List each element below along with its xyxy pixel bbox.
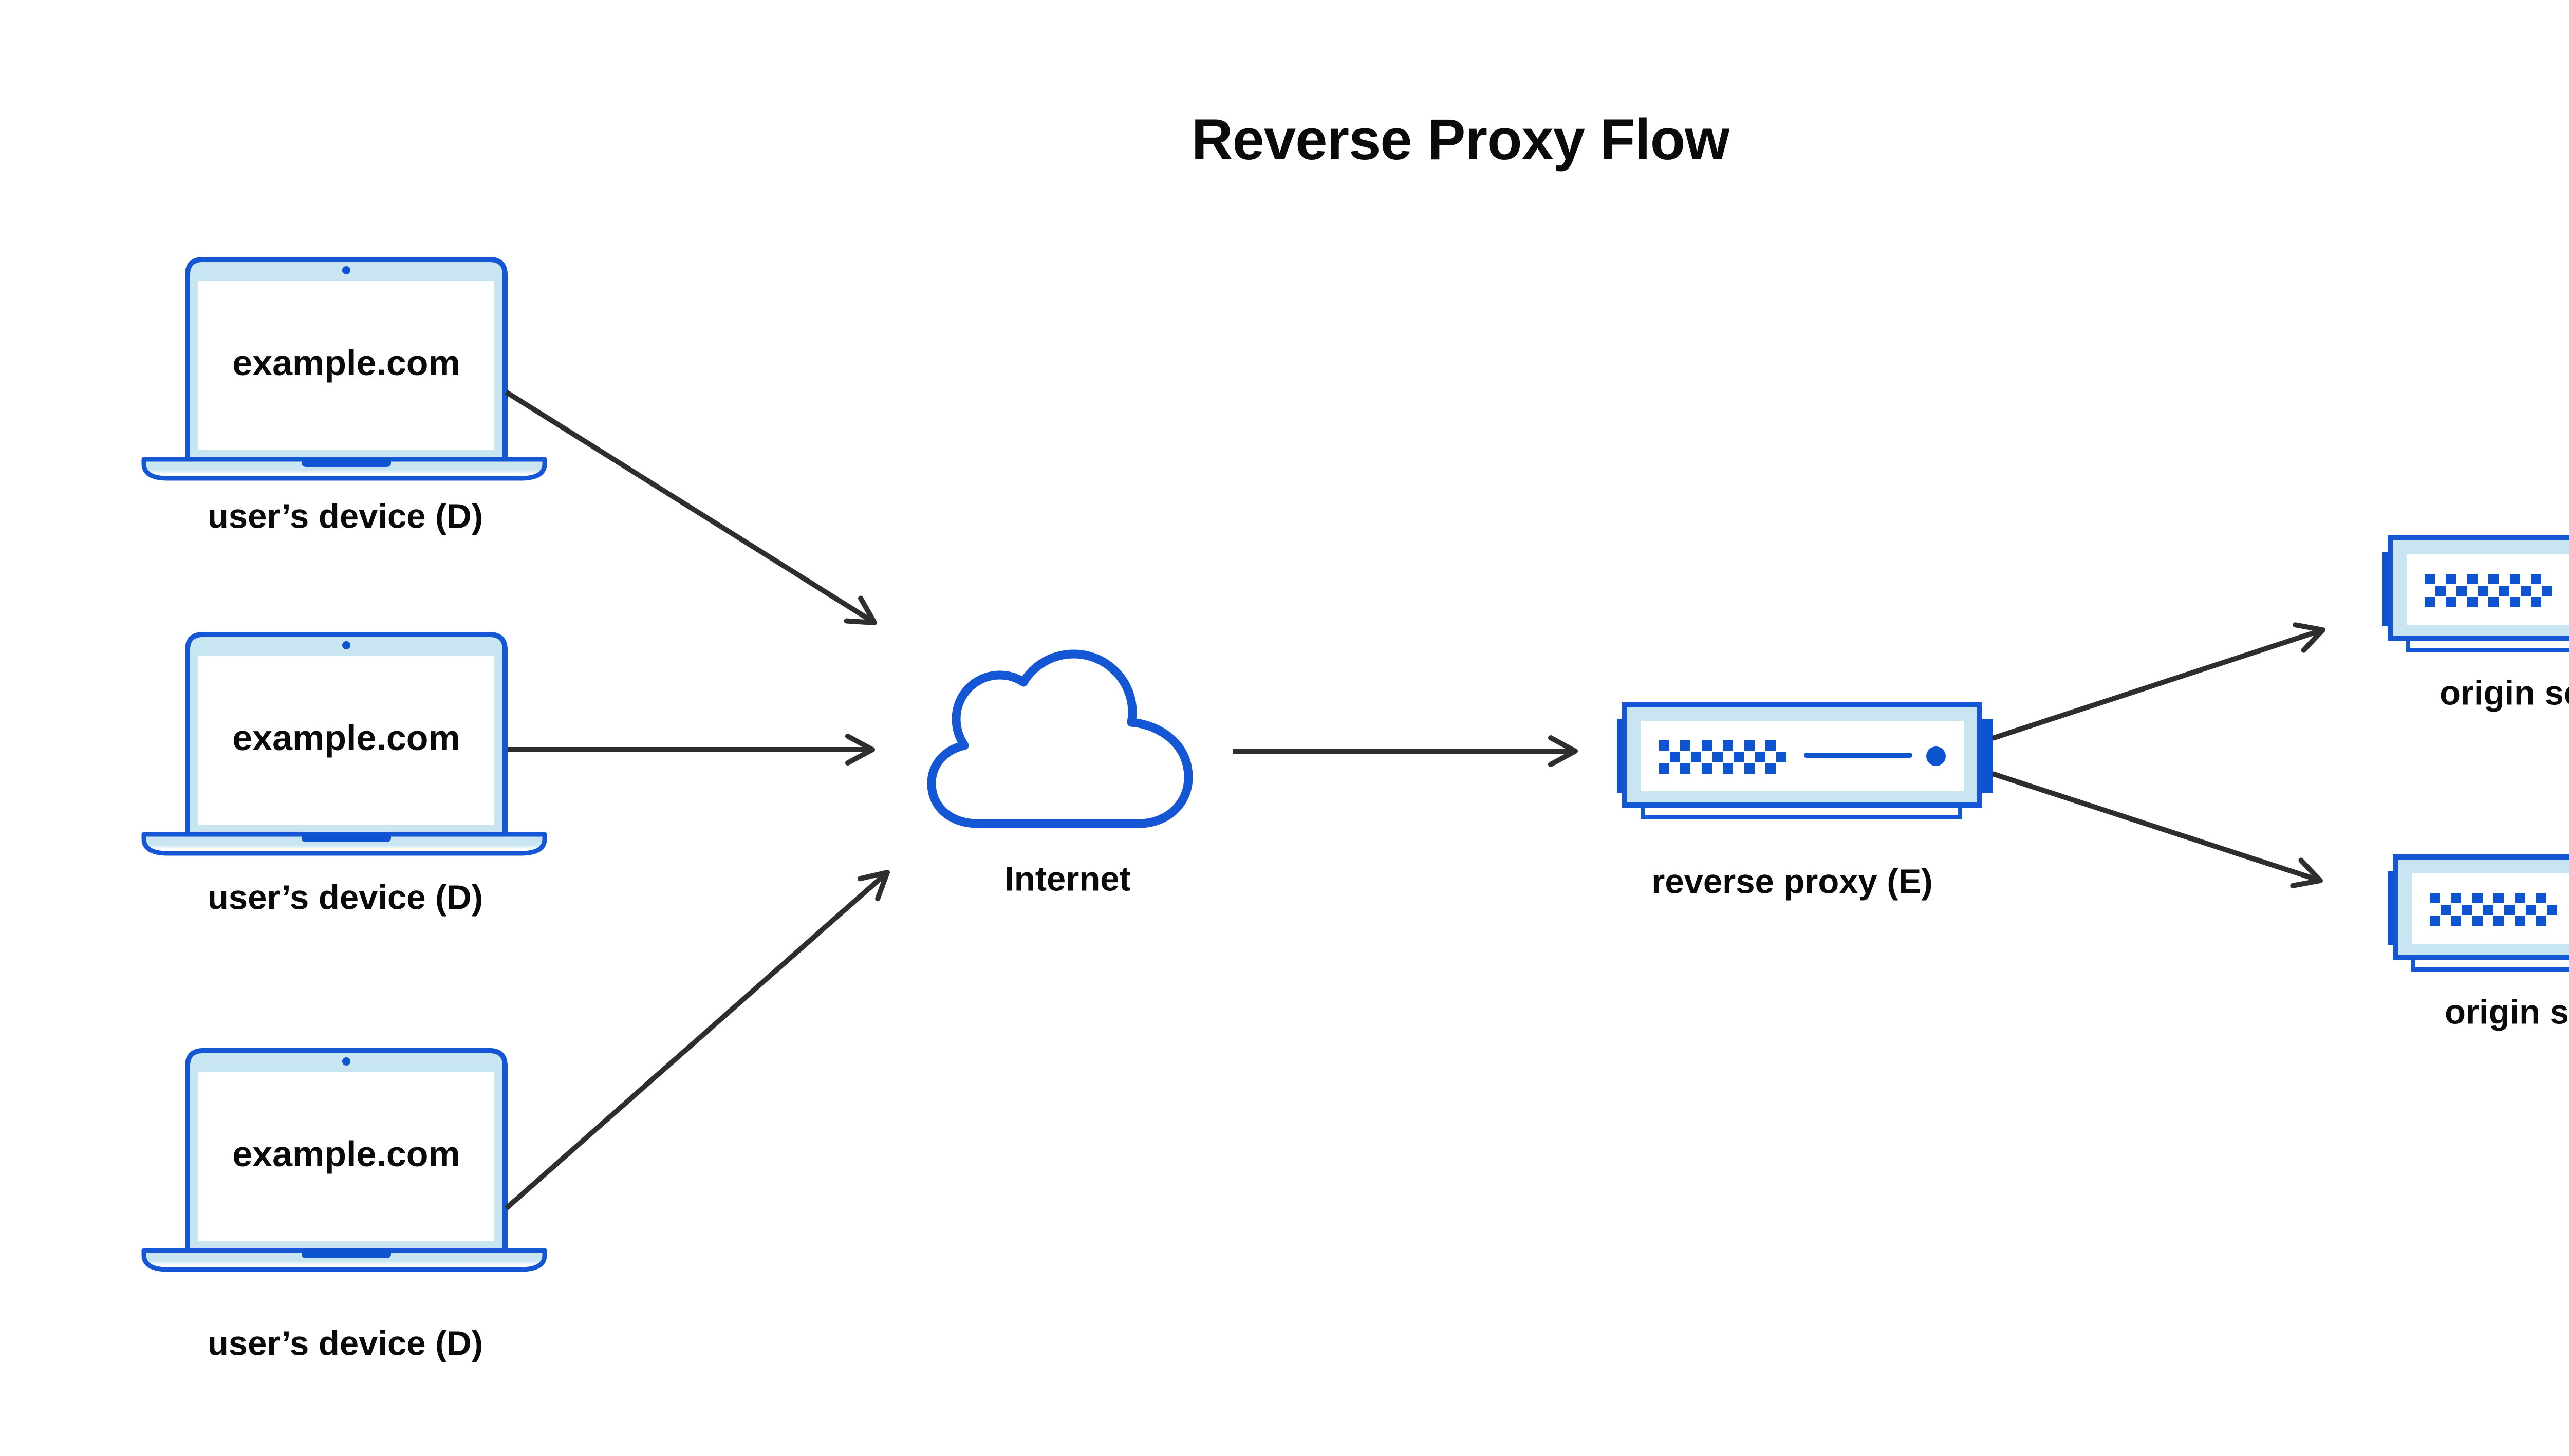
internet-label: Internet [1004, 860, 1131, 899]
origin-server-icon [2388, 857, 2569, 969]
device-label: user’s device (D) [207, 1324, 483, 1363]
arrow-proxy-to-origin2 [1991, 771, 2323, 888]
reverse-proxy-server-icon [1617, 704, 1993, 817]
arrow-device1-to-internet [505, 389, 877, 625]
device-screen-url: example.com [232, 343, 460, 383]
arrow-device3-to-internet [504, 870, 890, 1210]
origin-server-icon [2382, 538, 2569, 650]
device-screen-url: example.com [232, 718, 460, 758]
device-screen-url: example.com [232, 1134, 460, 1174]
internet-cloud-icon [932, 654, 1188, 824]
arrow-proxy-to-origin1 [1991, 622, 2325, 741]
origin-server-label: origin server (F) [2439, 674, 2569, 713]
device-label: user’s device (D) [207, 497, 483, 536]
reverse-proxy-label: reverse proxy (E) [1651, 862, 1933, 901]
diagram-title: Reverse Proxy Flow [1191, 107, 1729, 172]
device-label: user’s device (D) [207, 878, 483, 917]
origin-server-label: origin server (F) [2444, 993, 2569, 1032]
